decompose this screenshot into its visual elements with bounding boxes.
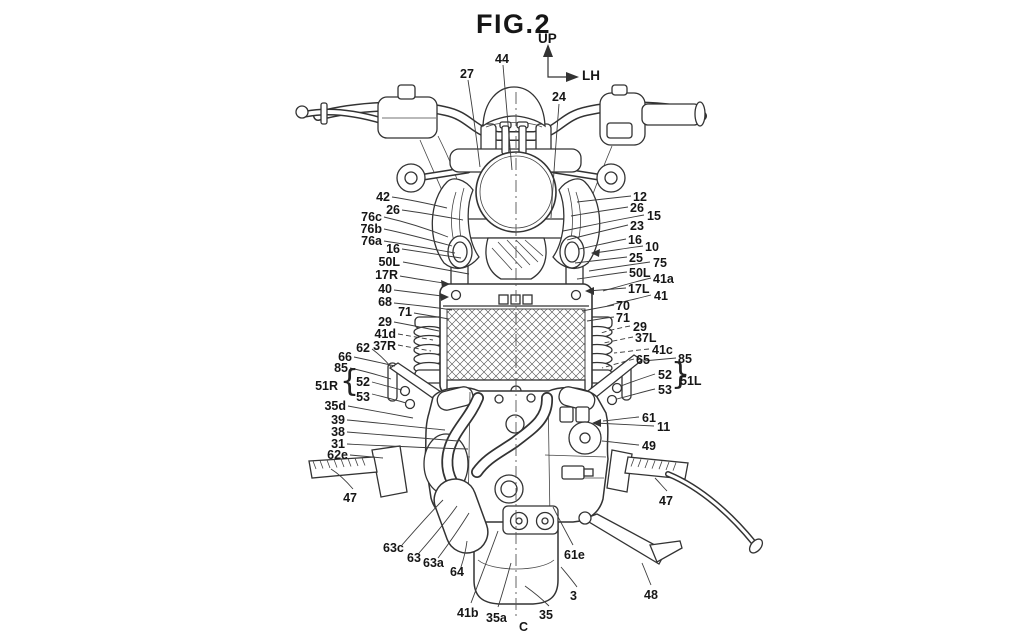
callout-37R: 37R bbox=[373, 339, 396, 353]
callout-53-left: 53 bbox=[356, 390, 370, 404]
callout-64: 64 bbox=[450, 565, 464, 579]
callout-71-right: 71 bbox=[616, 311, 630, 325]
callout-44: 44 bbox=[495, 52, 509, 66]
callout-47-right: 47 bbox=[659, 494, 673, 508]
callout-35d: 35d bbox=[324, 399, 346, 413]
switch-housing-grip bbox=[599, 84, 706, 146]
callout-11: 11 bbox=[657, 420, 671, 434]
callout-53-right: 53 bbox=[658, 383, 672, 397]
intake-airbox bbox=[447, 235, 585, 280]
callout-76a: 76a bbox=[361, 234, 382, 248]
callout-17R: 17R bbox=[375, 268, 398, 282]
callout-65: 65 bbox=[636, 353, 650, 367]
callout-47-left: 47 bbox=[343, 491, 357, 505]
direction-lh-label: LH bbox=[582, 68, 600, 83]
callout-52-left: 52 bbox=[356, 375, 370, 389]
callout-51L: 51L bbox=[680, 374, 702, 388]
callout-41d: 41d bbox=[374, 327, 396, 341]
callout-31: 31 bbox=[331, 437, 345, 451]
callout-49: 49 bbox=[642, 439, 656, 453]
callout-63a: 63a bbox=[423, 556, 444, 570]
callout-75: 75 bbox=[653, 256, 667, 270]
callout-63c: 63c bbox=[383, 541, 404, 555]
callout-85-right: 85 bbox=[678, 352, 692, 366]
callout-12: 12 bbox=[633, 190, 647, 204]
callout-61: 61 bbox=[642, 411, 656, 425]
direction-up-label: UP bbox=[538, 31, 557, 46]
callout-66: 66 bbox=[338, 350, 352, 364]
callout-17L: 17L bbox=[628, 282, 650, 296]
callout-61e: 61e bbox=[564, 548, 585, 562]
callout-24: 24 bbox=[552, 90, 566, 104]
callout-16-right: 16 bbox=[628, 233, 642, 247]
side-stand bbox=[578, 471, 764, 565]
callout-C-axis: C bbox=[519, 620, 529, 634]
callout-42: 42 bbox=[376, 190, 390, 204]
bracket-close-51L: } bbox=[671, 357, 691, 392]
callout-41c: 41c bbox=[652, 343, 673, 357]
callout-76c: 76c bbox=[361, 210, 382, 224]
callout-25: 25 bbox=[629, 251, 643, 265]
callout-38: 38 bbox=[331, 425, 345, 439]
callout-16-left: 16 bbox=[386, 242, 400, 256]
callout-48: 48 bbox=[644, 588, 658, 602]
clutch-lever-assembly bbox=[295, 84, 438, 139]
figure-title: FIG.2 bbox=[476, 9, 552, 39]
callout-68: 68 bbox=[378, 295, 392, 309]
callout-62e: 62e bbox=[327, 448, 348, 462]
callout-26-right: 26 bbox=[630, 201, 644, 215]
callout-39: 39 bbox=[331, 413, 345, 427]
callout-71-left: 71 bbox=[398, 305, 412, 319]
callout-37L: 37L bbox=[635, 331, 657, 345]
callout-76b: 76b bbox=[360, 222, 382, 236]
axle-bracket bbox=[494, 474, 559, 535]
exhaust-pipes bbox=[433, 392, 553, 554]
callout-41a: 41a bbox=[653, 272, 674, 286]
callout-35: 35 bbox=[539, 608, 553, 622]
callout-52-right: 52 bbox=[658, 368, 672, 382]
callout-63: 63 bbox=[407, 551, 421, 565]
callout-40: 40 bbox=[378, 282, 392, 296]
leader-lines bbox=[330, 64, 677, 608]
callout-41: 41 bbox=[654, 289, 668, 303]
callout-26-left: 26 bbox=[386, 203, 400, 217]
callout-51R: 51R bbox=[315, 379, 338, 393]
callout-62: 62 bbox=[356, 341, 370, 355]
callout-10: 10 bbox=[645, 240, 659, 254]
callout-70: 70 bbox=[616, 299, 630, 313]
callout-85-left: 85 bbox=[334, 361, 348, 375]
callout-50L-left: 50L bbox=[378, 255, 400, 269]
callout-29-right: 29 bbox=[633, 320, 647, 334]
orientation-arrows bbox=[543, 44, 579, 82]
callout-50L-right: 50L bbox=[629, 266, 651, 280]
callout-27: 27 bbox=[460, 67, 474, 81]
callout-29-left: 29 bbox=[378, 315, 392, 329]
callout-23: 23 bbox=[630, 219, 644, 233]
callout-3: 3 bbox=[570, 589, 577, 603]
callout-41b: 41b bbox=[457, 606, 479, 620]
instrument-cluster bbox=[482, 86, 546, 155]
callout-15: 15 bbox=[647, 209, 661, 223]
bracket-open-51R: { bbox=[340, 364, 360, 399]
callout-35a: 35a bbox=[486, 611, 507, 625]
footpegs bbox=[308, 445, 689, 498]
